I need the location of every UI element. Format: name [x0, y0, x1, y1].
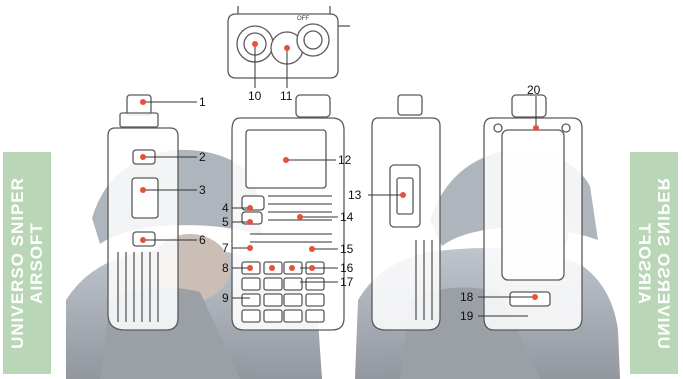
radio-front-view [232, 95, 344, 330]
callout-11: 11 [280, 90, 292, 102]
callout-3: 3 [199, 184, 206, 196]
callout-4: 4 [222, 202, 229, 214]
callout-1: 1 [199, 96, 206, 108]
callout-13: 13 [348, 189, 361, 201]
callout-20: 20 [527, 84, 540, 96]
off-label: OFF [297, 16, 309, 22]
callout-18: 18 [460, 291, 473, 303]
callout-17: 17 [340, 276, 353, 288]
radio-right-side-view [372, 95, 440, 330]
callout-15: 15 [340, 243, 353, 255]
radio-left-side-view [108, 95, 178, 330]
callout-16: 16 [340, 262, 353, 274]
callout-9: 9 [222, 292, 229, 304]
callout-6: 6 [199, 234, 206, 246]
callout-12: 12 [338, 154, 351, 166]
radio-top-view [228, 6, 350, 78]
callout-10: 10 [248, 90, 261, 102]
callout-14: 14 [340, 211, 353, 223]
callout-19: 19 [460, 310, 473, 322]
callout-2: 2 [199, 151, 206, 163]
radio-back-view [484, 95, 582, 330]
callout-7: 7 [222, 242, 229, 254]
callout-5: 5 [222, 216, 229, 228]
callout-8: 8 [222, 262, 229, 274]
